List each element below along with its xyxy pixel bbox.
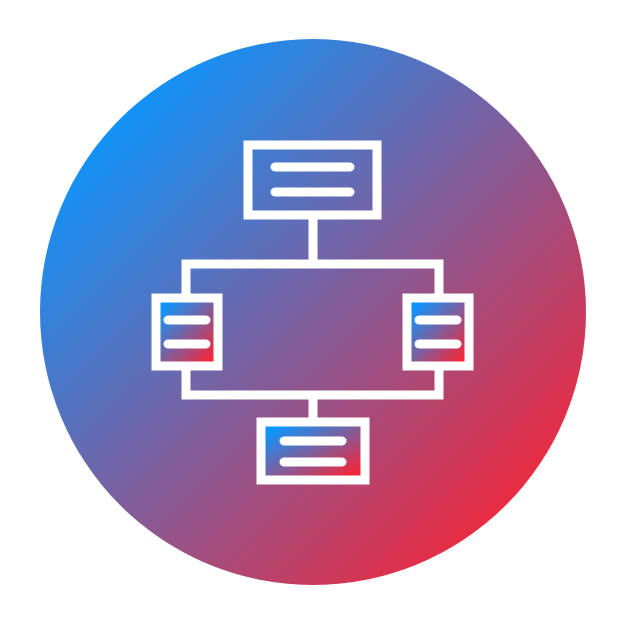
flowchart-glyph [151, 140, 474, 485]
right-node [402, 293, 474, 371]
bottom-node [256, 417, 370, 485]
left-node [151, 293, 223, 371]
badge-circle [40, 39, 586, 585]
